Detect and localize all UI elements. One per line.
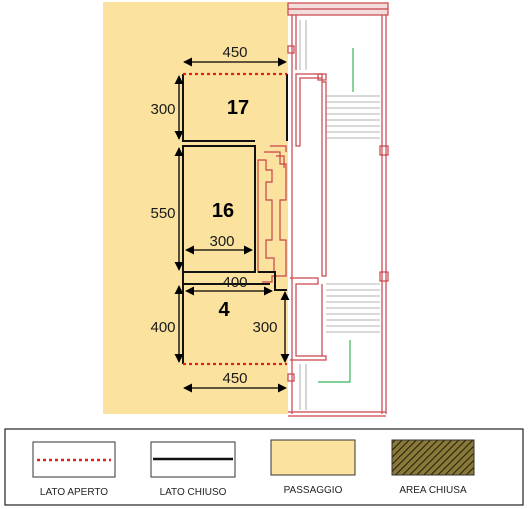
building-walls — [257, 2, 389, 417]
stand-17-label: 17 — [227, 97, 249, 119]
stand-16-label: 16 — [212, 200, 234, 222]
dim-stand4-inner-height: 300 — [252, 319, 277, 336]
legend-item-passage: PASSAGGIO — [270, 439, 356, 496]
dimension-arrows — [174, 57, 290, 393]
legend-label-closed-area: AREA CHIUSA — [399, 485, 467, 496]
dim-stand17-height: 300 — [150, 101, 175, 118]
stand-4-label: 4 — [218, 299, 230, 321]
dim-stand4-height: 400 — [150, 319, 175, 336]
legend-item-closed-area: AREA CHIUSA — [391, 439, 475, 496]
stair-steps — [299, 20, 380, 410]
legend-item-open-side: LATO APERTO — [32, 441, 116, 498]
legend-label-open-side: LATO APERTO — [40, 487, 108, 498]
legend-item-closed-side: LATO CHIUSO — [150, 441, 236, 498]
dim-stand4-top-width: 400 — [222, 274, 247, 291]
railings — [318, 48, 354, 383]
legend-label-passage: PASSAGGIO — [284, 485, 343, 496]
dim-stand16-height: 550 — [150, 205, 175, 222]
passage-area — [103, 2, 288, 414]
dim-top-width: 450 — [222, 44, 247, 61]
open-sides — [183, 72, 287, 366]
legend: LATO APERTO LATO CHIUSO PASSAGGIO AREA C… — [4, 428, 524, 506]
dim-stand16-inner-width: 300 — [209, 233, 234, 250]
legend-label-closed-side: LATO CHIUSO — [160, 487, 227, 498]
dim-bottom-width: 450 — [222, 370, 247, 387]
